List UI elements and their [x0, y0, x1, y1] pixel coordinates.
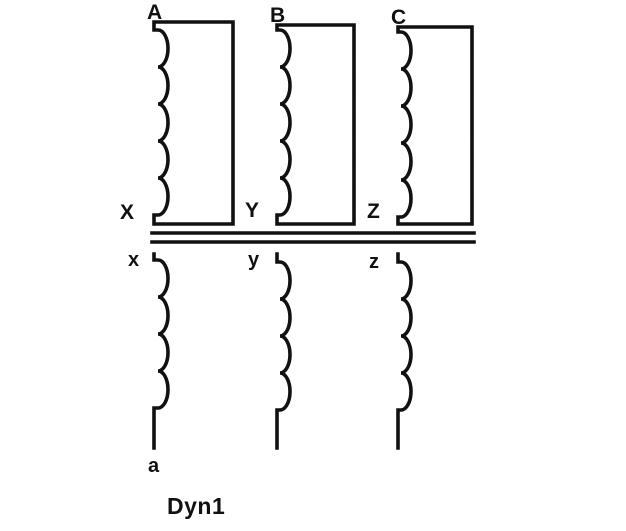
primary-winding-b: [275, 23, 356, 226]
terminal-label-X: X: [120, 201, 135, 224]
terminal-label-Z: Z: [367, 200, 380, 223]
terminal-label-z: z: [369, 251, 379, 273]
primary-winding-c: [396, 25, 474, 226]
terminal-label-Y: Y: [245, 199, 260, 222]
terminal-label-y: y: [248, 249, 260, 271]
terminal-label-a: a: [148, 455, 160, 477]
terminal-label-A: A: [147, 1, 163, 24]
secondary-winding-b: [275, 252, 292, 450]
primary-winding-a: [152, 20, 235, 226]
terminal-label-C: C: [391, 6, 407, 29]
secondary-winding-a: [152, 252, 170, 450]
vector-group-caption: Dyn1: [167, 493, 226, 519]
secondary-winding-c: [396, 252, 413, 450]
terminal-label-x: x: [128, 249, 140, 271]
terminal-label-B: B: [270, 4, 286, 27]
